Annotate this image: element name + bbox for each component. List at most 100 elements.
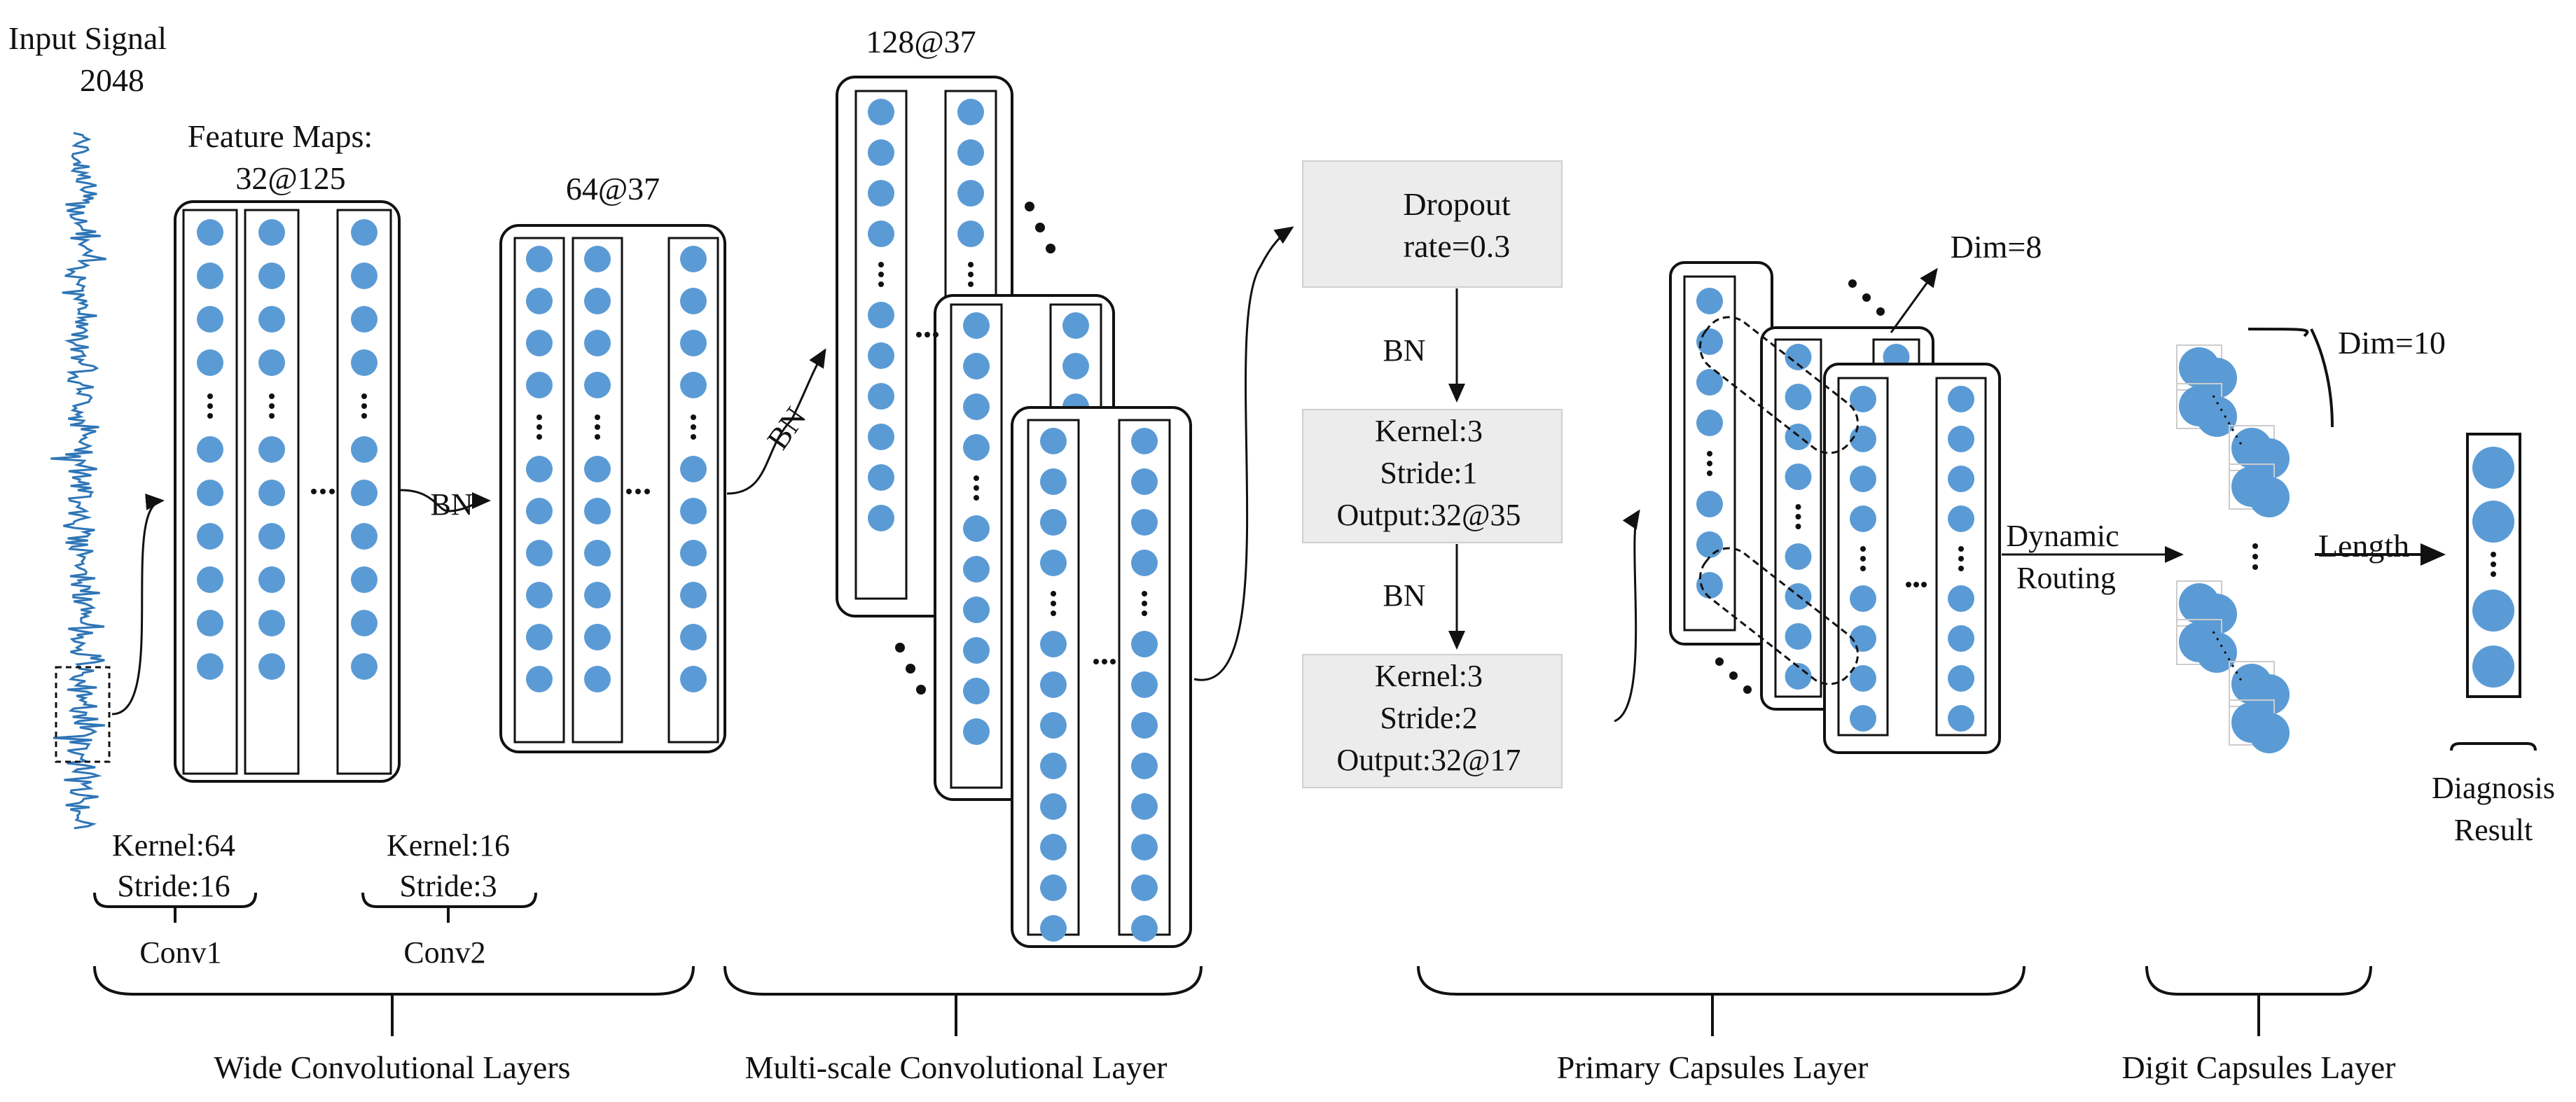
neuron: [1040, 468, 1067, 495]
neuron: [1131, 915, 1158, 942]
ellipsis-dot: [916, 685, 926, 695]
ellipsis-dot: [207, 413, 213, 419]
ellipsis-dot: [968, 272, 974, 277]
ellipsis-dot: [691, 434, 696, 440]
neuron: [258, 653, 285, 680]
ellipsis-dot: [595, 434, 600, 440]
conv1-block: [174, 200, 401, 783]
k2-output: Output:32@17: [1337, 743, 1521, 777]
neuron: [1040, 428, 1067, 454]
neuron: [1785, 623, 1812, 650]
ellipsis-dot: [974, 485, 979, 491]
neuron: [2472, 646, 2514, 688]
feature-map-column: [513, 237, 565, 744]
ellipsis-dot: [1795, 524, 1801, 529]
ellipsis-dot: [2491, 552, 2496, 557]
ellipsis-dot: [1860, 546, 1866, 552]
neuron: [526, 666, 553, 692]
neuron: [351, 523, 378, 550]
ellipsis-dot: [1860, 566, 1866, 571]
neuron: [957, 139, 984, 166]
neuron: [680, 540, 707, 566]
k2-kernel: Kernel:3: [1375, 659, 1483, 693]
neuron: [868, 302, 894, 328]
ellipsis-dot: [1025, 202, 1034, 211]
ellipsis-dot: [1142, 601, 1147, 606]
neuron: [526, 246, 553, 272]
ellipsis-dot: [361, 413, 367, 419]
ellipsis-dot: [691, 414, 696, 420]
neuron: [526, 498, 553, 524]
neuron: [2249, 477, 2290, 517]
ellipsis-dot: [1093, 659, 1099, 664]
neuron: [868, 139, 894, 166]
neuron: [868, 99, 894, 125]
ellipsis-dot: [968, 262, 974, 267]
neuron: [197, 480, 223, 506]
neuron: [197, 523, 223, 550]
section-wide: Wide Convolutional Layers: [214, 1049, 570, 1085]
ellipsis-dot: [974, 475, 979, 481]
neuron: [197, 653, 223, 680]
neuron: [258, 566, 285, 593]
section-primary: Primary Capsules Layer: [1557, 1049, 1869, 1085]
neuron: [1785, 344, 1812, 370]
neuron: [1948, 625, 1974, 652]
neuron: [680, 624, 707, 650]
neuron: [1040, 550, 1067, 576]
neuron: [1131, 631, 1158, 657]
neuron: [1040, 753, 1067, 779]
dropout-line1: Dropout: [1403, 186, 1511, 222]
ellipsis-dot: [1958, 546, 1964, 552]
neuron: [1785, 384, 1812, 410]
neuron: [868, 383, 894, 410]
neuron: [2472, 590, 2514, 632]
result-column: [2466, 433, 2521, 698]
wide-brace: [93, 965, 695, 996]
ellipsis-dot: [1051, 601, 1056, 606]
input-signal: [50, 132, 111, 830]
neuron: [584, 582, 611, 608]
ellipsis-dot: [644, 489, 650, 494]
neuron: [963, 678, 990, 704]
neuron: [1040, 509, 1067, 536]
multiscale-block: [836, 76, 1192, 948]
neuron: [526, 372, 553, 398]
ellipsis-dot: [1743, 685, 1752, 694]
neuron: [963, 637, 990, 664]
neuron: [1696, 288, 1723, 314]
primary-kernel1-box: [1302, 409, 1563, 543]
neuron: [197, 263, 223, 289]
neuron: [1948, 426, 1974, 452]
conv1-kernel: Kernel:64: [112, 828, 235, 863]
neuron: [1785, 463, 1812, 490]
neuron: [1062, 353, 1089, 379]
ellipsis-dot: [595, 424, 600, 430]
neuron: [963, 597, 990, 623]
capsule-outline-bottom: [1698, 547, 1860, 685]
arrow-input-conv1: [111, 494, 165, 716]
neuron: [680, 456, 707, 482]
ellipsis-dot: [1051, 591, 1056, 597]
ellipsis-dot: [1051, 611, 1056, 616]
neuron: [584, 246, 611, 272]
neuron: [957, 180, 984, 207]
ellipsis-dot: [626, 489, 632, 494]
arrow-k2-capsules: [1614, 509, 1640, 723]
neuron: [1850, 665, 1876, 692]
neuron: [1948, 386, 1974, 412]
neuron: [1785, 663, 1812, 690]
ellipsis-dot: [635, 489, 641, 494]
primary-dim: Dim=8: [1951, 229, 2042, 265]
neuron: [868, 464, 894, 491]
arrow-conv2-multiscale: [726, 348, 826, 495]
ellipsis-dot: [269, 413, 275, 419]
neuron: [1040, 834, 1067, 860]
neuron: [680, 372, 707, 398]
dim10-brace: [2248, 328, 2334, 428]
neuron: [1040, 671, 1067, 698]
ellipsis-dot: [1035, 223, 1045, 232]
conv1-stride: Stride:16: [117, 869, 230, 903]
ellipsis-dot: [1142, 591, 1147, 597]
multiscale-maps-value: 128@37: [866, 24, 976, 60]
